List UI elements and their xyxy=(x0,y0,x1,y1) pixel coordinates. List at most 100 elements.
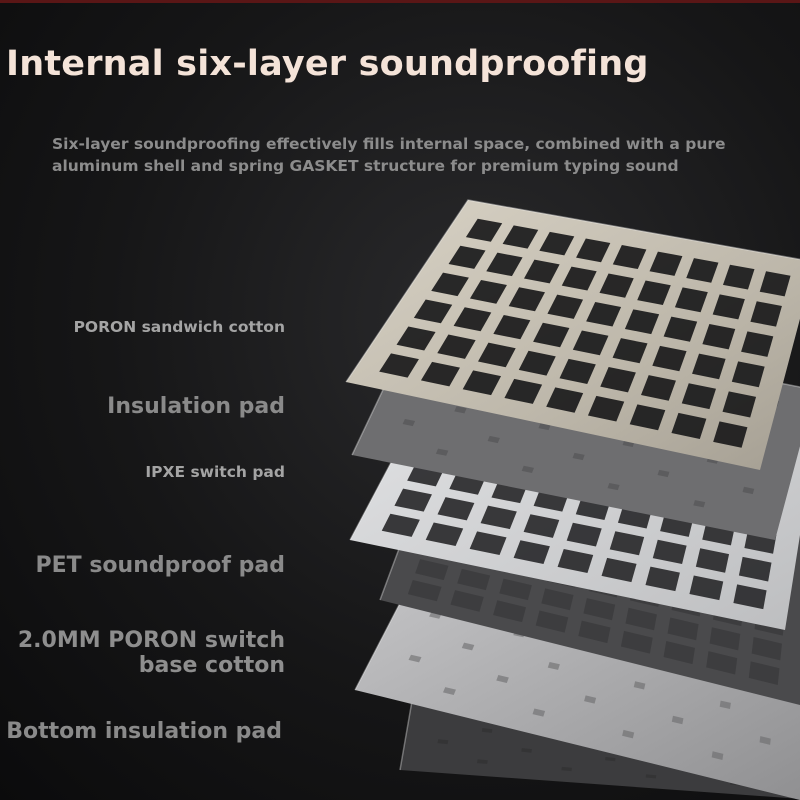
layer-bottom-insulation-pad-cutout xyxy=(481,727,493,733)
layer-poron-sandwich-cotton-cutout xyxy=(559,358,596,384)
layer-poron-sandwich-cotton-cutout xyxy=(612,338,648,364)
layer-ipxe-switch-pad-cutout xyxy=(609,531,645,556)
layer-poron-switch-base-cotton-cutout xyxy=(671,715,684,725)
layer-poron-switch-base-cotton-cutout xyxy=(711,751,724,760)
layer-pet-soundproof-pad-cutout xyxy=(541,588,574,611)
layer-poron-sandwich-cotton-cutout xyxy=(493,314,531,340)
layer-poron-sandwich-cotton-cutout xyxy=(539,231,575,256)
layer-poron-sandwich-cotton xyxy=(345,199,800,470)
layer-poron-switch-base-cotton-cutout xyxy=(759,736,771,745)
layer-poron-sandwich-cotton-cutout xyxy=(572,330,609,356)
layer-pet-soundproof-pad-cutout xyxy=(407,579,442,602)
layer-ipxe-switch-pad-cutout xyxy=(437,497,475,521)
layer-pet-soundproof-pad-cutout xyxy=(667,617,699,641)
subtitle-line-2: aluminum shell and spring GASKET structu… xyxy=(52,157,679,175)
layer-ipxe-switch-pad-cutout xyxy=(733,584,767,610)
layer-pet-soundproof-pad-cutout xyxy=(450,590,484,612)
layer-ipxe-switch-pad-cutout xyxy=(425,522,464,546)
layer-poron-sandwich-cotton-cutout xyxy=(692,353,726,380)
layer-poron-sandwich-cotton-cutout xyxy=(629,404,666,431)
layer-bottom-insulation-pad-cutout xyxy=(521,748,532,753)
layer-poron-sandwich-cotton-cutout xyxy=(469,279,507,304)
layer-poron-sandwich-cotton-cutout xyxy=(712,294,745,320)
layer-pet-soundproof-pad-cutout xyxy=(457,568,491,591)
page-title: Internal six-layer soundproofing xyxy=(6,44,649,84)
layer-poron-sandwich-cotton-cutout xyxy=(431,272,469,297)
layer-poron-sandwich-cotton-cutout xyxy=(396,326,436,351)
layer-poron-sandwich-cotton-cutout xyxy=(722,391,757,418)
layer-poron-sandwich-cotton-cutout xyxy=(379,353,419,378)
layer-poron-sandwich-cotton-cutout xyxy=(624,309,660,335)
layer-pet-soundproof-pad-cutout xyxy=(706,651,738,675)
layer-poron-sandwich-cotton-cutout xyxy=(547,294,584,319)
layer-poron-sandwich-cotton-cutout xyxy=(524,259,560,284)
layer-poron-sandwich-cotton-cutout xyxy=(722,264,755,290)
layer-insulation-pad-cutout xyxy=(521,465,534,473)
layer-poron-switch-base-cotton-cutout xyxy=(622,729,635,739)
layer-poron-sandwich-cotton-cutout xyxy=(453,307,492,332)
layer-pet-soundproof-pad-cutout xyxy=(709,627,741,651)
layer-insulation-pad-cutout xyxy=(742,486,755,495)
layer-poron-sandwich-cotton-cutout xyxy=(702,323,736,350)
layer-ipxe-switch-pad-cutout xyxy=(394,488,432,512)
layer-poron-sandwich-cotton-cutout xyxy=(502,225,539,249)
layer-bottom-insulation-pad-cutout xyxy=(645,774,657,779)
layer-poron-sandwich-cotton-cutout xyxy=(448,245,486,269)
layer-bottom-insulation-pad-cutout xyxy=(437,739,449,745)
layer-poron-switch-base-cotton-cutout xyxy=(584,695,597,704)
layer-ipxe-switch-pad-cutout xyxy=(738,556,772,582)
layer-poron-sandwich-cotton-cutout xyxy=(486,252,523,277)
layer-pet-soundproof-pad-cutout xyxy=(535,610,569,633)
layer-ipxe-switch-pad-cutout xyxy=(695,548,730,573)
layer-poron-sandwich-cotton-cutout xyxy=(420,361,460,387)
layer-ipxe-switch-pad-cutout xyxy=(601,557,637,583)
layer-poron-sandwich-cotton-cutout xyxy=(612,245,647,270)
layer-insulation-pad-cutout xyxy=(435,448,449,456)
layer-poron-sandwich-cotton-cutout xyxy=(586,301,622,327)
layer-poron-sandwich-cotton-cutout xyxy=(533,322,570,348)
layer-insulation-pad-cutout xyxy=(402,418,416,427)
layer-poron-sandwich-cotton-cutout xyxy=(663,316,698,342)
layer-insulation-pad-cutout xyxy=(487,435,500,444)
layer-poron-switch-base-cotton-cutout xyxy=(408,654,422,663)
layer-poron-sandwich-cotton-cutout xyxy=(759,271,791,297)
layer-insulation-pad-cutout xyxy=(454,406,467,414)
layer-pet-soundproof-pad-cutout xyxy=(583,598,616,621)
layer-poron-sandwich-cotton-cutout xyxy=(465,218,503,242)
layer-poron-sandwich-cotton-cutout xyxy=(599,273,634,298)
layer-pet-soundproof-pad-cutout xyxy=(499,578,532,601)
layer-poron-sandwich-cotton-cutout xyxy=(462,370,502,396)
layer-pet-soundproof-pad-cutout xyxy=(625,607,657,631)
layer-ipxe-switch-pad-cutout xyxy=(381,513,420,537)
layer-poron-sandwich-cotton-cutout xyxy=(587,395,625,422)
layer-poron-switch-base-cotton-cutout xyxy=(719,700,731,710)
layer-poron-sandwich-cotton-cutout xyxy=(641,375,676,401)
layer-poron-switch-base-cotton-cutout xyxy=(532,708,546,717)
layer-label-poron-line-2: base cotton xyxy=(138,653,285,678)
subtitle: Six-layer soundproofing effectively fill… xyxy=(52,133,792,177)
layer-poron-sandwich-cotton-cutout xyxy=(546,387,584,413)
layer-poron-sandwich-cotton-cutout xyxy=(561,266,597,291)
layer-ipxe-switch-pad-cutout xyxy=(557,549,594,574)
layer-label-poron-sandwich-cotton: PORON sandwich cotton xyxy=(73,318,285,336)
layer-ipxe-switch-pad-cutout xyxy=(652,539,687,565)
layer-pet-soundproof-pad-cutout xyxy=(620,630,653,654)
layer-poron-sandwich-cotton-cutout xyxy=(713,421,748,448)
layer-poron-sandwich-cotton-cutout xyxy=(637,280,671,305)
layer-label-poron-switch-base-cotton: 2.0MM PORON switch base cotton xyxy=(18,628,285,678)
layer-poron-switch-base-cotton-cutout xyxy=(442,687,456,696)
layer-poron-sandwich-cotton-cutout xyxy=(652,345,687,372)
layer-label-ipxe-switch-pad: IPXE switch pad xyxy=(145,463,285,481)
layer-poron-sandwich-cotton-cutout xyxy=(504,378,543,404)
layer-pet-soundproof-pad-cutout xyxy=(578,620,611,644)
layer-poron-sandwich-cotton-cutout xyxy=(674,287,708,313)
layer-ipxe-switch-pad-cutout xyxy=(523,514,560,538)
layer-poron-sandwich-cotton-cutout xyxy=(437,334,476,359)
layer-ipxe-switch-pad-cutout xyxy=(645,566,680,592)
layer-pet-soundproof-pad-cutout xyxy=(663,640,695,665)
layer-poron-switch-base-cotton-cutout xyxy=(496,675,509,683)
layer-insulation-pad-cutout xyxy=(572,452,585,461)
layer-poron-sandwich-cotton-cutout xyxy=(576,238,611,263)
layer-bottom-insulation-pad-cutout xyxy=(561,766,572,772)
subtitle-line-1: Six-layer soundproofing effectively fill… xyxy=(52,135,726,153)
